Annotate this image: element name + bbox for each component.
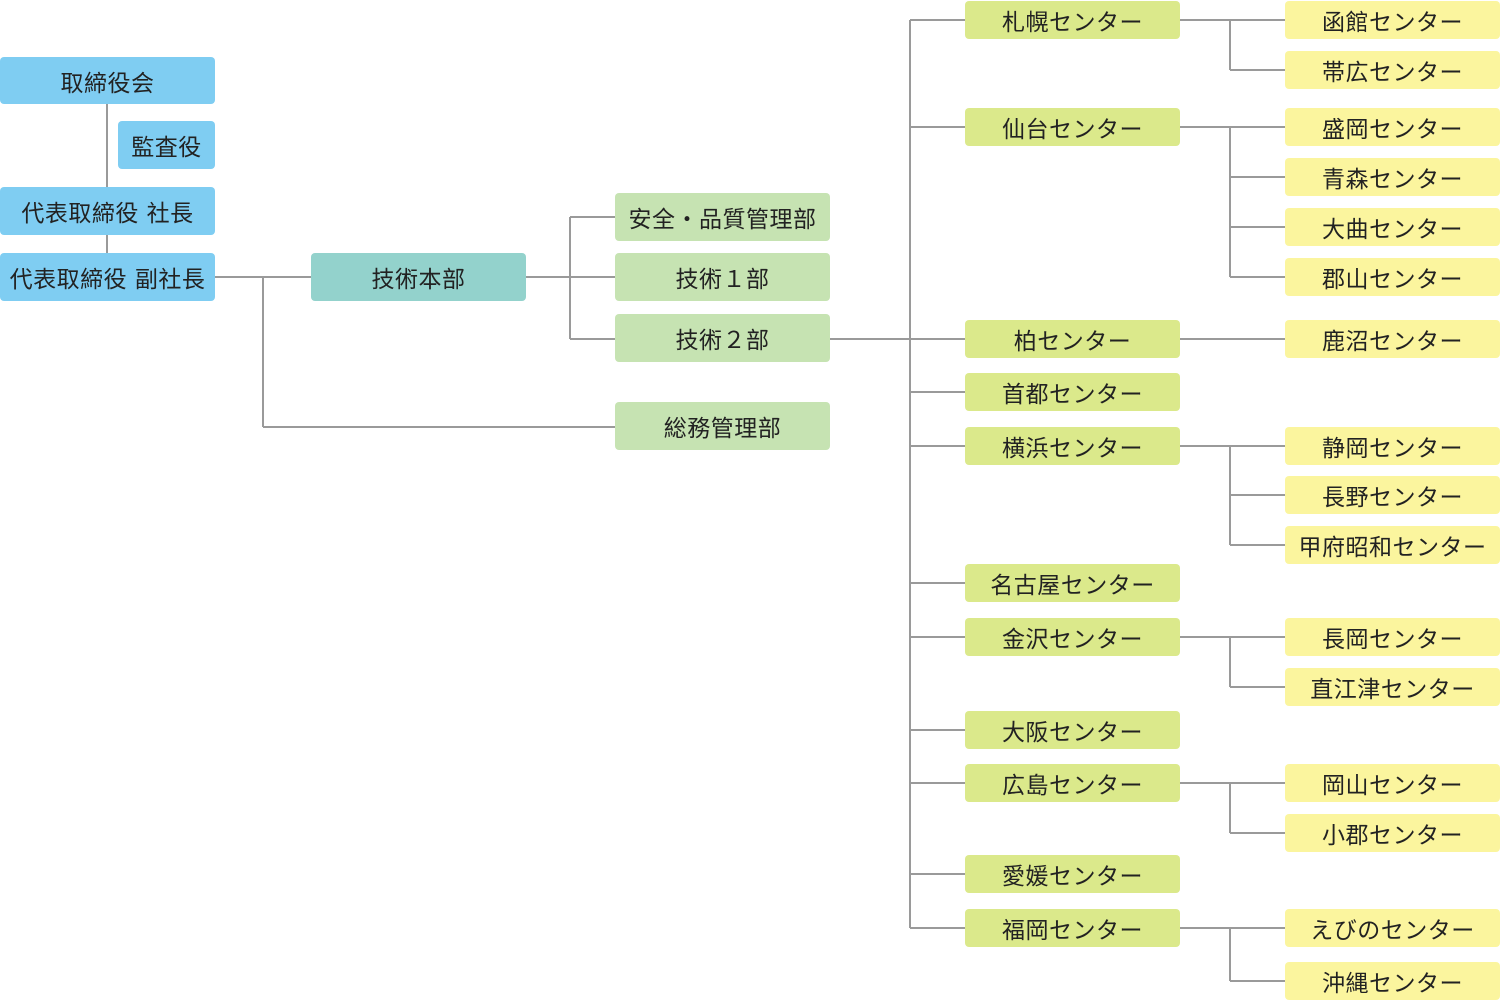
center-box: 愛媛センター: [965, 855, 1180, 893]
branch-center-box: 長岡センター: [1285, 618, 1500, 656]
center-box: 名古屋センター: [965, 564, 1180, 602]
center-box: 福岡センター: [965, 909, 1180, 947]
center-box: 広島センター: [965, 764, 1180, 802]
branch-center-box: 青森センター: [1285, 158, 1500, 196]
branch-center-box: 沖縄センター: [1285, 962, 1500, 1000]
general-affairs-dept-box: 総務管理部: [615, 402, 830, 450]
tech-headquarters-box: 技術本部: [311, 253, 526, 301]
branch-center-box: 郡山センター: [1285, 258, 1500, 296]
branch-center-box: 帯広センター: [1285, 51, 1500, 89]
auditor-box: 監査役: [118, 121, 215, 169]
center-box: 大阪センター: [965, 711, 1180, 749]
center-box: 柏センター: [965, 320, 1180, 358]
center-box: 横浜センター: [965, 427, 1180, 465]
tech1-dept-box: 技術１部: [615, 253, 830, 301]
center-box: 札幌センター: [965, 1, 1180, 39]
safety-quality-dept-box: 安全・品質管理部: [615, 193, 830, 241]
center-box: 仙台センター: [965, 108, 1180, 146]
branch-center-box: 小郡センター: [1285, 814, 1500, 852]
branch-center-box: 長野センター: [1285, 476, 1500, 514]
center-box: 金沢センター: [965, 618, 1180, 656]
branch-center-box: 盛岡センター: [1285, 108, 1500, 146]
president-box: 代表取締役 社長: [0, 187, 215, 235]
board-of-directors-box: 取締役会: [0, 57, 215, 104]
branch-center-box: 静岡センター: [1285, 427, 1500, 465]
branch-center-box: えびのセンター: [1285, 909, 1500, 947]
branch-center-box: 直江津センター: [1285, 668, 1500, 706]
branch-center-box: 大曲センター: [1285, 208, 1500, 246]
center-box: 首都センター: [965, 373, 1180, 411]
branch-center-box: 岡山センター: [1285, 764, 1500, 802]
branch-center-box: 鹿沼センター: [1285, 320, 1500, 358]
vice-president-box: 代表取締役 副社長: [0, 253, 215, 301]
tech2-dept-box: 技術２部: [615, 314, 830, 362]
branch-center-box: 甲府昭和センター: [1285, 526, 1500, 564]
branch-center-box: 函館センター: [1285, 1, 1500, 39]
